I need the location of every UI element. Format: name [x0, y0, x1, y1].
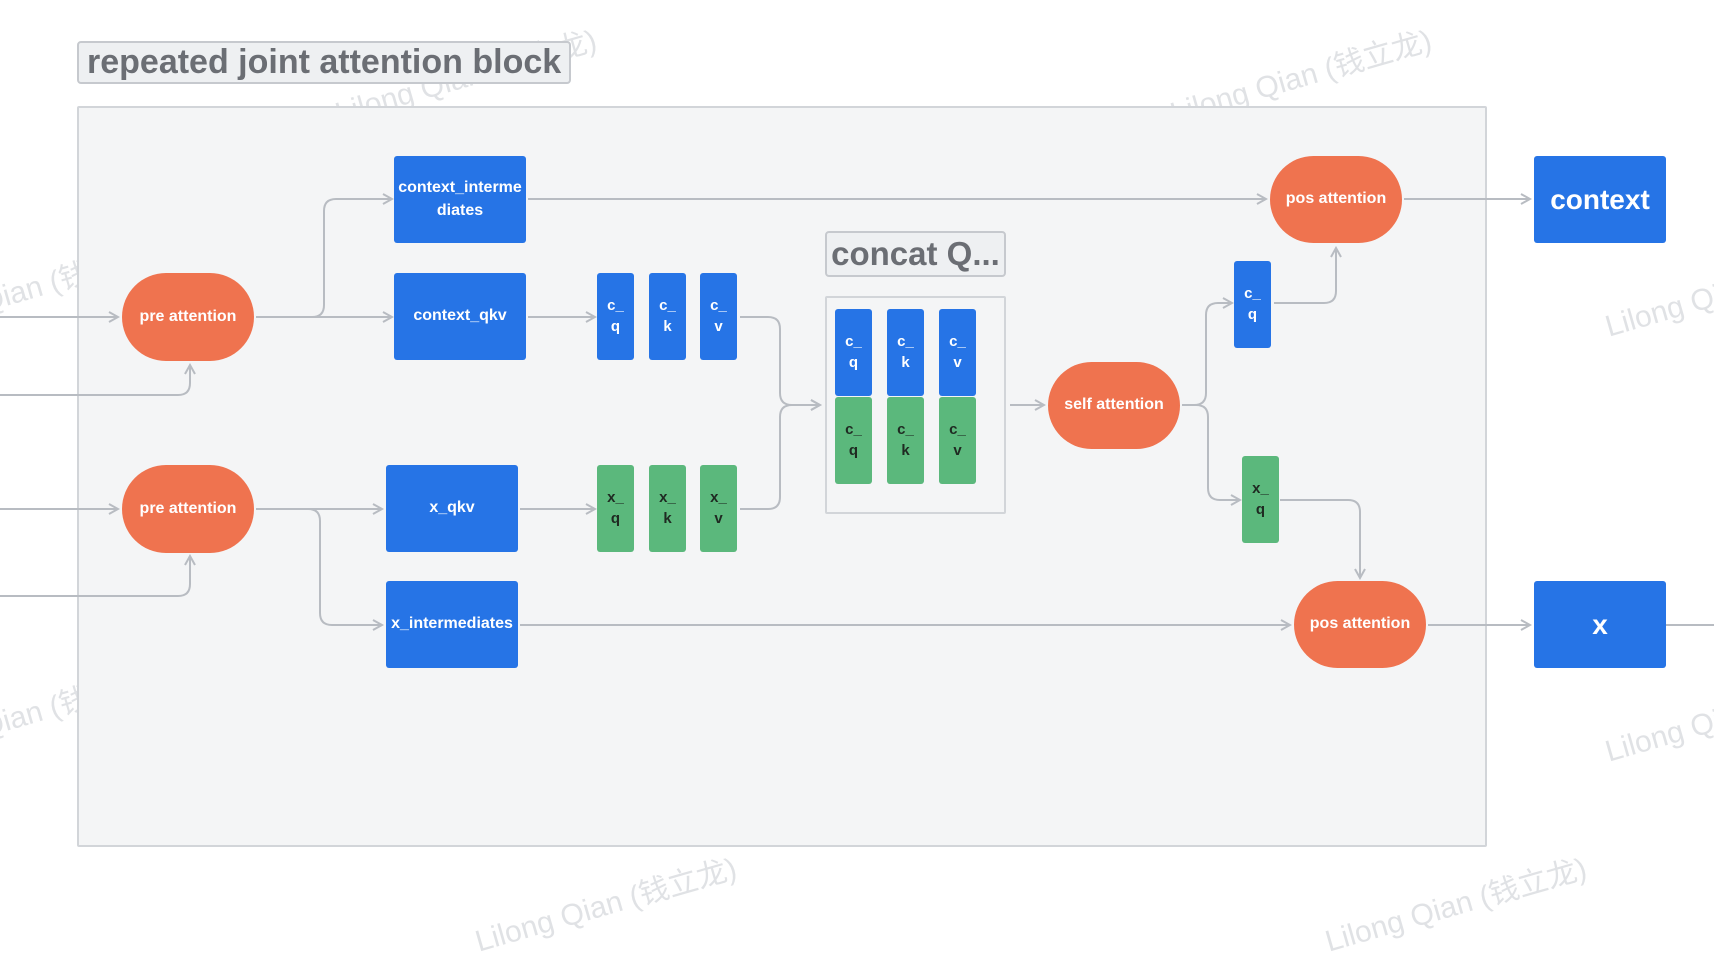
self-attention-node[interactable]: self attention: [1048, 362, 1180, 449]
context-q-token[interactable]: c_q: [597, 273, 634, 360]
split-x-q-token[interactable]: x_q: [1242, 456, 1279, 543]
connectors: [0, 0, 1714, 910]
context-v-token[interactable]: c_v: [700, 273, 737, 360]
edge-split-c-q-to-pos: [1274, 248, 1336, 304]
edge-split-x-q-to-pos: [1280, 499, 1360, 578]
pos-attention-context-node[interactable]: pos attention: [1270, 156, 1402, 243]
context-k-token[interactable]: c_k: [649, 273, 686, 360]
x-v-token[interactable]: x_v: [700, 465, 737, 552]
edge-x-tokens-to-concat: [740, 405, 820, 510]
concat-lower-q-token[interactable]: c_q: [835, 397, 872, 484]
edge-pre-to-x-intermediates: [256, 508, 382, 625]
frame-title[interactable]: repeated joint attention block: [77, 41, 572, 84]
edge-input-top-mod: [0, 365, 190, 396]
split-context-q-token[interactable]: c_q: [1234, 261, 1271, 348]
context-qkv-node[interactable]: context_qkv: [394, 273, 526, 360]
context-output-node[interactable]: context: [1534, 156, 1666, 243]
edge-self-to-split-x-q: [1182, 404, 1240, 500]
edge-context-tokens-to-concat: [740, 316, 820, 405]
pre-attention-x-node[interactable]: pre attention: [122, 465, 254, 553]
x-qkv-node[interactable]: x_qkv: [386, 465, 518, 552]
edge-input-bottom-mod: [0, 556, 190, 597]
x-intermediates-node[interactable]: x_intermediates: [386, 581, 518, 668]
concat-context-q-token[interactable]: c_q: [835, 309, 872, 396]
concat-context-k-token[interactable]: c_k: [887, 309, 924, 396]
edge-pre-to-context-intermediates: [256, 199, 392, 318]
concat-lower-v-token[interactable]: c_v: [939, 397, 976, 484]
concat-group-title[interactable]: concat Q...: [825, 231, 1006, 277]
x-k-token[interactable]: x_k: [649, 465, 686, 552]
pre-attention-context-node[interactable]: pre attention: [122, 273, 254, 361]
x-q-token[interactable]: x_q: [597, 465, 634, 552]
edge-self-to-split-c-q: [1182, 303, 1232, 406]
x-output-node[interactable]: x: [1534, 581, 1666, 668]
context-intermediates-node[interactable]: context_intermediates: [394, 156, 526, 243]
concat-lower-k-token[interactable]: c_k: [887, 397, 924, 484]
pos-attention-x-node[interactable]: pos attention: [1294, 581, 1426, 668]
concat-context-v-token[interactable]: c_v: [939, 309, 976, 396]
